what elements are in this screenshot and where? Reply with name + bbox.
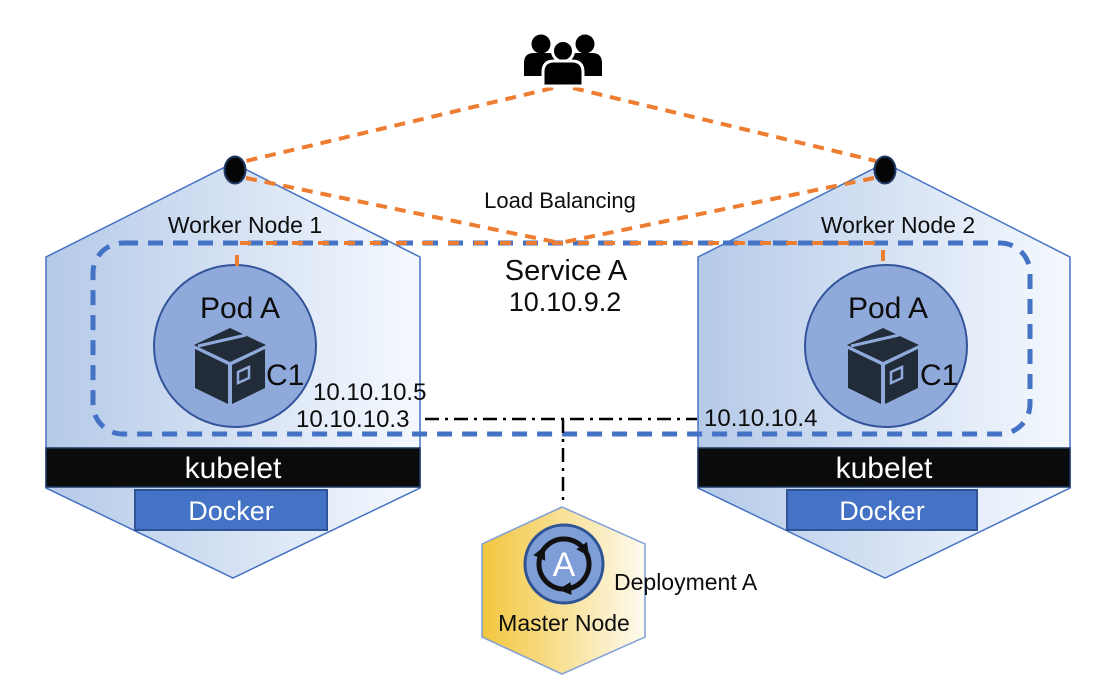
worker-node-2-label: Worker Node 2 bbox=[821, 212, 975, 238]
deployment-label: Deployment A bbox=[614, 569, 758, 595]
service-to-pods-line bbox=[235, 241, 885, 266]
worker1-ip-a-label: 10.10.10.5 bbox=[313, 379, 426, 406]
container-label-2: C1 bbox=[920, 359, 958, 392]
docker-box-2 bbox=[786, 489, 978, 531]
kubelet-bar-1 bbox=[45, 447, 421, 488]
load-balancing-lines bbox=[245, 86, 877, 245]
sync-arrows-icon bbox=[533, 536, 592, 595]
docker-label-1: Docker bbox=[188, 496, 274, 526]
node2-to-service-line bbox=[559, 176, 875, 245]
docker-box-1 bbox=[134, 489, 328, 531]
users-group-icon bbox=[524, 34, 602, 88]
master-node-label: Master Node bbox=[498, 610, 630, 636]
pod-a-label-1: Pod A bbox=[200, 292, 280, 325]
node1-to-service-line bbox=[245, 176, 561, 245]
worker1-ip-b-label: 10.10.10.3 bbox=[296, 406, 409, 433]
kubelet-bar-2 bbox=[697, 447, 1071, 488]
load-balancing-label: Load Balancing bbox=[484, 188, 636, 213]
worker-node-1-label: Worker Node 1 bbox=[168, 212, 322, 238]
docker-label-2: Docker bbox=[839, 496, 925, 526]
deployment-letter: A bbox=[553, 546, 576, 584]
kubelet-label-1: kubelet bbox=[185, 452, 282, 485]
kubelet-label-2: kubelet bbox=[836, 452, 933, 485]
endpoint-dot-icon-2 bbox=[873, 155, 897, 185]
service-name-label: Service A bbox=[505, 255, 628, 287]
endpoint-dot-icon-1 bbox=[223, 155, 247, 185]
pod-a-label-2: Pod A bbox=[848, 292, 928, 325]
container-label-1: C1 bbox=[266, 359, 304, 392]
worker2-ip-label: 10.10.10.4 bbox=[704, 405, 817, 432]
users-to-node2-line bbox=[572, 86, 877, 163]
service-ip-label: 10.10.9.2 bbox=[509, 287, 622, 317]
users-to-node1-line bbox=[245, 86, 554, 163]
